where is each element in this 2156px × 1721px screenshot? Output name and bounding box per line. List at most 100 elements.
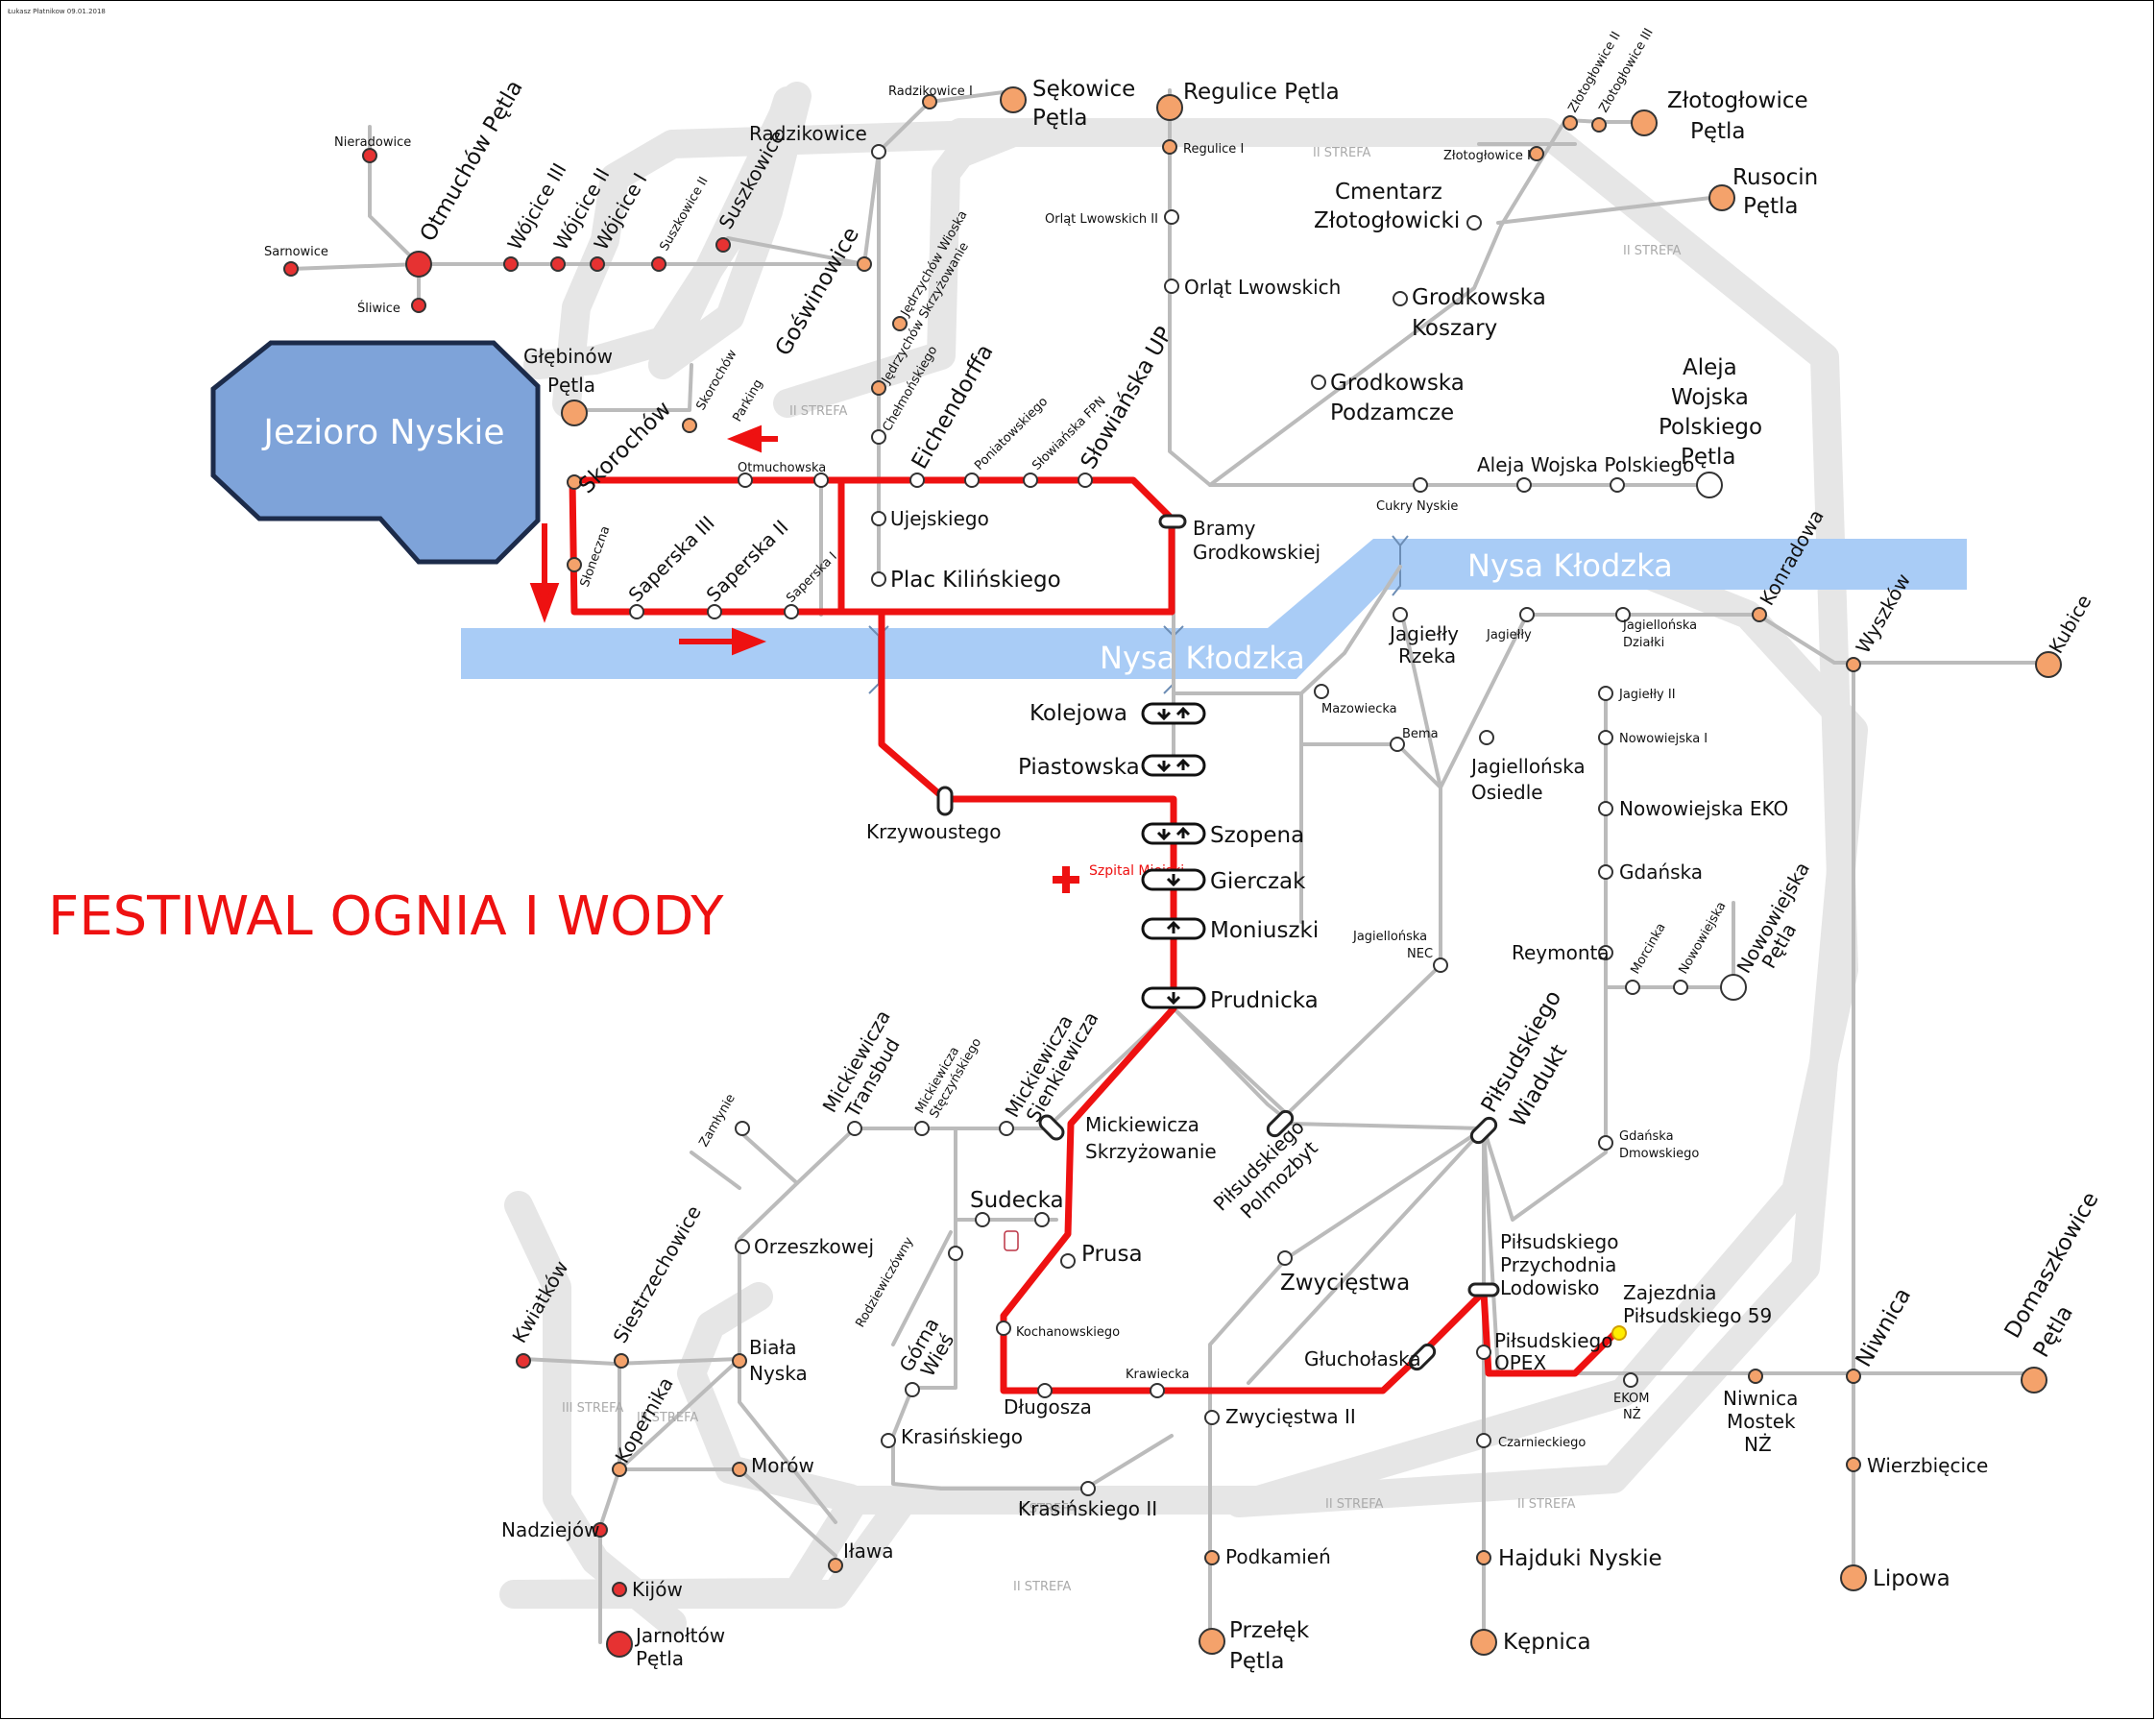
stop-hajduki[interactable] <box>1476 1550 1491 1565</box>
stop-sudecka-1[interactable] <box>975 1212 990 1227</box>
platform-gierczak[interactable] <box>1141 868 1206 891</box>
stop-regulice-1[interactable] <box>1162 139 1177 155</box>
stop-aleja-1[interactable] <box>1516 477 1532 493</box>
stop-mickiewicza-steczynskiego[interactable] <box>914 1121 930 1136</box>
stop-gdanska-dmowskiego[interactable] <box>1598 1135 1613 1151</box>
stop-przelek-petla[interactable] <box>1199 1628 1225 1655</box>
stop-jedrzychow-wioska[interactable] <box>892 316 908 331</box>
stop-kwiatkow[interactable] <box>516 1353 531 1369</box>
stop-orzeszkowej[interactable] <box>735 1239 750 1254</box>
stop-cmentarz[interactable] <box>1466 215 1482 230</box>
stop-dlugosza[interactable] <box>1037 1383 1053 1398</box>
stop-zamlynie[interactable] <box>735 1121 750 1136</box>
stop-sudecka-2[interactable] <box>1034 1212 1050 1227</box>
stop-wojcice-1[interactable] <box>590 256 605 272</box>
stop-cukry[interactable] <box>1413 477 1428 493</box>
stop-regulice-petla[interactable] <box>1156 94 1183 121</box>
stop-prusa[interactable] <box>1060 1253 1076 1269</box>
stop-rodziewiczowny[interactable] <box>948 1246 963 1261</box>
stop-aleja-2[interactable] <box>1610 477 1625 493</box>
stop-siestrzechowice[interactable] <box>614 1353 629 1369</box>
stop-kubice[interactable] <box>2035 651 2062 678</box>
stop-ujejskiego[interactable] <box>871 511 886 526</box>
stop-gorna-wies[interactable] <box>905 1382 920 1397</box>
stop-sarnowice[interactable] <box>283 261 299 277</box>
stop-orlat[interactable] <box>1164 279 1179 294</box>
stop-sloneczna[interactable] <box>567 557 582 572</box>
stop-mickiewicza-transbud[interactable] <box>847 1121 862 1136</box>
stop-domaszkowice-petla[interactable] <box>2021 1367 2047 1394</box>
stop-ekom[interactable] <box>1623 1372 1638 1388</box>
stop-saperska-1[interactable] <box>784 604 799 619</box>
stop-morow[interactable] <box>732 1462 747 1477</box>
platform-piastowska[interactable] <box>1141 754 1206 777</box>
stop-zlotoglowice-petla[interactable] <box>1631 109 1658 136</box>
stop-czarnieckiego[interactable] <box>1476 1433 1491 1448</box>
stop-suszkowice[interactable] <box>715 237 731 253</box>
stop-sekowice-petla[interactable] <box>1000 86 1027 113</box>
platform-kolejowa[interactable] <box>1141 702 1206 725</box>
stop-pilsudskiego-przychodnia[interactable] <box>1467 1282 1500 1297</box>
stop-kepnica[interactable] <box>1470 1629 1497 1656</box>
stop-saperska-3[interactable] <box>629 604 644 619</box>
stop-nadziejow[interactable] <box>593 1522 608 1538</box>
stop-slowianska-up[interactable] <box>1078 473 1093 488</box>
stop-kopernika[interactable] <box>612 1462 627 1477</box>
stop-otmuchowska-2[interactable] <box>813 473 829 488</box>
stop-zajezdnia[interactable] <box>1611 1325 1627 1341</box>
stop-reymonta[interactable] <box>1598 945 1613 960</box>
platform-stops[interactable] <box>1141 702 1206 1009</box>
stop-pilsudskiego-polmozbyt[interactable] <box>1265 1108 1295 1138</box>
stop-aleja-petla[interactable] <box>1696 472 1723 498</box>
stop-wojcice-2[interactable] <box>550 256 566 272</box>
stops[interactable] <box>283 86 2062 1658</box>
stop-lipowa[interactable] <box>1840 1564 1867 1591</box>
stop-morcinka[interactable] <box>1625 980 1640 995</box>
stop-radzikowice-1[interactable] <box>922 94 937 109</box>
stop-skorochow-parking[interactable] <box>682 418 697 433</box>
stop-jagielly-2[interactable] <box>1598 686 1613 701</box>
stop-niwnica[interactable] <box>1846 1369 1861 1384</box>
stop-mickiewicza-skrz[interactable] <box>1037 1113 1066 1142</box>
stop-wierzbiecice[interactable] <box>1846 1457 1861 1472</box>
stop-jagielly-rzeka[interactable] <box>1393 607 1408 622</box>
stop-zwyciestwa-2[interactable] <box>1204 1410 1220 1425</box>
stop-biala-nyska[interactable] <box>732 1353 747 1369</box>
stop-skorochow[interactable] <box>567 474 582 490</box>
stop-pilsudskiego-opex[interactable] <box>1476 1345 1491 1360</box>
stop-kochanowskiego[interactable] <box>996 1321 1011 1336</box>
stop-otmuchow-petla[interactable] <box>405 251 432 278</box>
stop-eichendorffa[interactable] <box>909 473 925 488</box>
stop-kijow[interactable] <box>612 1582 627 1597</box>
stop-glucholaska[interactable] <box>1407 1342 1437 1371</box>
stop-sliwice[interactable] <box>411 298 426 313</box>
stop-rusocin-petla[interactable] <box>1708 184 1735 211</box>
stop-gdanska[interactable] <box>1598 864 1613 880</box>
stop-nowowiejska-eko[interactable] <box>1598 801 1613 816</box>
stop-krawiecka[interactable] <box>1150 1383 1165 1398</box>
stop-krzywoustego[interactable] <box>936 786 954 816</box>
stop-wyszkow[interactable] <box>1846 657 1861 672</box>
stop-jarnoltow-petla[interactable] <box>606 1631 633 1658</box>
stop-wojcice-3[interactable] <box>503 256 519 272</box>
stop-suszkowice-2[interactable] <box>651 256 666 272</box>
stop-krasinskiego[interactable] <box>881 1433 896 1448</box>
stop-slowianska-fpn[interactable] <box>1023 473 1038 488</box>
stop-glebinow-petla[interactable] <box>561 400 588 426</box>
stop-zlotoglowice-1[interactable] <box>1529 146 1544 161</box>
stop-poniatowskiego[interactable] <box>964 473 980 488</box>
stop-goswinowice[interactable] <box>857 256 872 272</box>
stop-nowowiejska-petla[interactable] <box>1720 974 1747 1001</box>
platform-moniuszki[interactable] <box>1141 917 1206 940</box>
stop-bramy[interactable] <box>1158 514 1187 529</box>
stop-otmuchowska[interactable] <box>738 473 753 488</box>
platform-szopena[interactable] <box>1141 822 1206 845</box>
stop-pilsudskiego-wiadukt[interactable] <box>1468 1115 1498 1145</box>
stop-jagiellonska-nec[interactable] <box>1433 957 1448 973</box>
stop-bema[interactable] <box>1390 737 1405 752</box>
stop-radzikowice[interactable] <box>871 144 886 159</box>
stop-podkamien[interactable] <box>1204 1550 1220 1565</box>
stop-zwyciestwa[interactable] <box>1277 1250 1293 1266</box>
stop-mickiewicza-sienkiewicza[interactable] <box>999 1121 1014 1136</box>
stop-krasinskiego-2[interactable] <box>1080 1481 1096 1496</box>
